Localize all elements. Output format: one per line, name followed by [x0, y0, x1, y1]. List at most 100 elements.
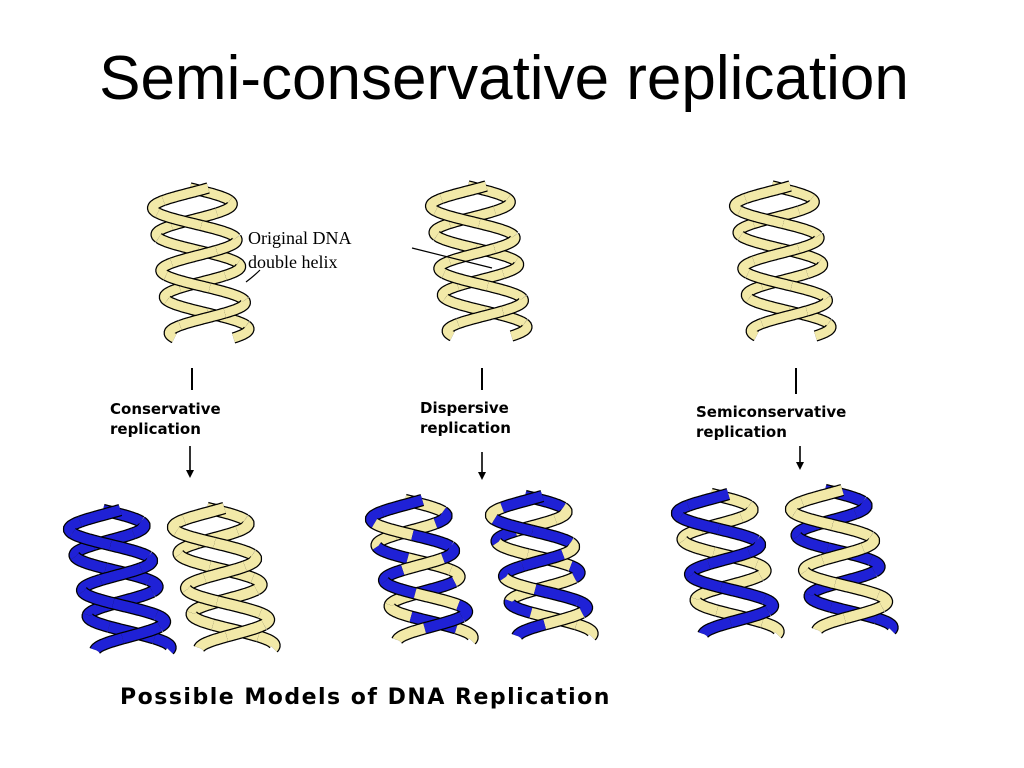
original-helix-2-strand-a [429, 219, 451, 240]
conservative-helix-new-strand-a [69, 540, 95, 560]
original-helix-2 [424, 180, 533, 342]
dispersive-helix-2-strand-b [561, 538, 579, 559]
original-helix-3-strand-a [797, 194, 819, 216]
original-helix-1-strand-b [215, 235, 242, 255]
dispersive-helix-1-strand-b [380, 578, 417, 599]
original-helix-1-strand-b [178, 308, 226, 330]
original-helix-1-strand-a [232, 321, 254, 343]
original-helix-1-strand-b [164, 271, 211, 293]
semiconservative-helix-1-strand-a [754, 559, 771, 580]
semiconservative-helix-2-strand-b [861, 532, 879, 553]
semiconservative-helix-1-strand-b [677, 513, 720, 534]
callout-leader-hook [245, 269, 261, 283]
conservative-helix-new-strand-b [139, 552, 157, 573]
original-helix-1-strand-a [215, 196, 237, 218]
conservative-arrowhead [186, 470, 194, 478]
conservative-helix-new [62, 503, 177, 655]
original-helix-3-strand-b [782, 219, 822, 240]
conservative-helix-old-strand-b [243, 550, 261, 571]
conservative-helix-new-strand-b [99, 563, 143, 585]
original-helix-1-strand-b [223, 298, 250, 318]
semiconservative-helix-1-strand-a [690, 597, 719, 616]
original-helix-2-strand-b [433, 206, 481, 228]
semiconservative-helix-1-strand-b [698, 617, 732, 637]
conservative-helix-new-strand-a [152, 633, 176, 654]
original-helix-1-strand-b [148, 196, 165, 218]
dispersive-helix-2-strand-b [486, 503, 504, 524]
semiconservative-helix-2 [784, 483, 899, 635]
figure-caption: Possible Models of DNA Replication [120, 685, 611, 710]
original-helix-3-strand-b [760, 306, 808, 328]
dispersive-helix-1-strand-b [401, 553, 445, 575]
conservative-helix-new-strand-b [121, 622, 163, 644]
dispersive-helix-1-strand-a [433, 507, 452, 528]
semiconservative-helix-1 [670, 487, 785, 639]
dispersive-helix-2-strand-b [533, 584, 581, 606]
original-helix-3-strand-a [746, 294, 790, 316]
dispersive-helix-2-strand-a [493, 539, 529, 560]
dispersive-helix-1 [364, 493, 479, 645]
dispersive-helix-2-strand-a [553, 503, 572, 524]
semiconservative-helix-2-strand-b [786, 497, 804, 518]
original-helix-3-strand-b [743, 181, 792, 203]
conservative-helix-new-strand-b [69, 529, 112, 550]
original-helix-1-strand-b [170, 246, 218, 268]
original-helix-1-strand-a [164, 296, 208, 318]
conservative-helix-old-strand-a [256, 631, 280, 652]
original-helix-2-strand-a [493, 194, 515, 216]
semiconservative-helix-2-strand-a [804, 593, 833, 612]
dispersive-helix-1-strand-b [379, 565, 405, 585]
original-helix-2-strand-b [486, 281, 526, 302]
semiconservative-helix-1-strand-a [760, 617, 784, 638]
conservative-helix-new-strand-b [64, 517, 82, 538]
dispersive-helix-2-strand-a [504, 599, 533, 618]
dispersive-helix-2-strand-b [521, 549, 565, 571]
conservative-helix-old-strand-b [213, 538, 256, 559]
conservative-helix-old-strand-b [225, 620, 267, 642]
semiconservative-helix-1-strand-b [707, 547, 751, 569]
dispersive-helix-1-strand-b [366, 507, 384, 528]
original-helix-2-strand-b [442, 319, 460, 341]
helix-layer [62, 180, 899, 655]
dispersive-helix-1-strand-b [371, 519, 414, 540]
original-helix-2-strand-b [456, 306, 504, 328]
conservative-helix-new-strand-a [146, 575, 163, 596]
original-helix-3-strand-a [738, 232, 782, 253]
dispersive-helix-2-strand-a [491, 526, 517, 546]
original-helix-2-strand-a [501, 257, 523, 278]
dispersive-helix-1-strand-b [411, 530, 454, 551]
original-helix-3-strand-b [738, 256, 756, 278]
dispersive-helix-2-strand-b [491, 515, 534, 536]
original-helix-2-strand-b [439, 181, 488, 203]
semiconservative-helix-2-strand-b [876, 590, 892, 611]
conservative-helix-old-strand-b [182, 586, 219, 607]
original-helix-3-strand-a [814, 319, 836, 341]
conservative-helix-old-strand-a [175, 551, 211, 572]
conservative-helix-old-strand-b [181, 573, 207, 593]
original-helix-2-strand-b [493, 233, 520, 253]
original-helix-1-strand-a [223, 259, 245, 280]
original-helix-3-strand-b [737, 206, 785, 228]
semiconservative-helix-1-strand-b [686, 489, 730, 511]
conservative-helix-new-strand-b [78, 505, 122, 527]
semiconservative-helix-2-strand-b [843, 602, 885, 624]
semiconservative-helix-2-strand-a [874, 613, 898, 634]
original-helix-2-strand-b [434, 256, 452, 278]
conservative-helix-new-strand-a [82, 613, 111, 632]
semiconservative-helix-2-strand-b [831, 520, 874, 541]
semiconservative-helix-2-strand-a [791, 520, 817, 540]
semiconservative-helix-2-strand-a [853, 497, 872, 518]
slide-title: Semi-conservative replication [99, 44, 909, 113]
original-helix-2-strand-b [426, 194, 443, 216]
semiconservative-helix-1-strand-a [677, 524, 703, 544]
original-helix-1-strand-b [156, 258, 174, 280]
dispersive-helix-1-strand-b [423, 612, 465, 634]
original-helix-2-strand-a [442, 294, 486, 316]
semiconservative-helix-1-strand-a [679, 537, 715, 558]
original-helix-3 [728, 180, 837, 342]
dispersive-helix-1-strand-a [371, 530, 397, 550]
dispersive-label-line2: replication [420, 419, 511, 437]
semiconservative-helix-2-strand-b [800, 568, 837, 589]
conservative-helix-old-strand-a [250, 573, 267, 594]
callout-label-line1: Original DNA [248, 228, 351, 248]
